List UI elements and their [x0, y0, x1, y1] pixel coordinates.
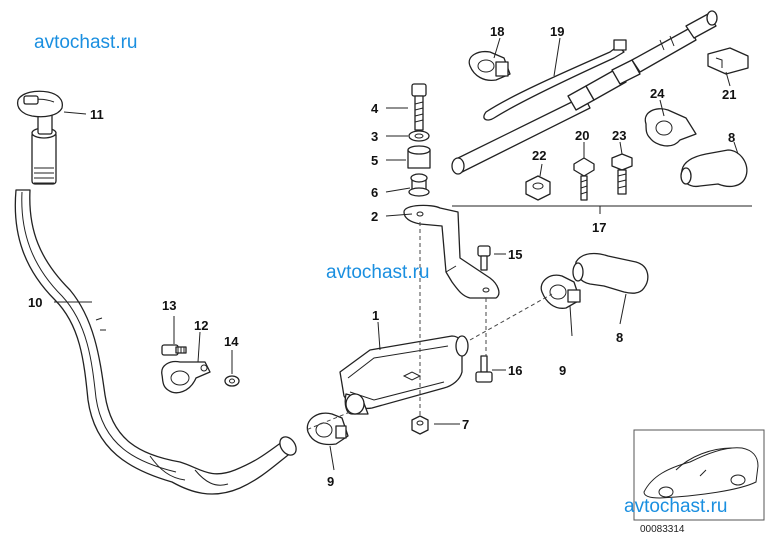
callout-19: 19: [550, 24, 564, 39]
bolt-part-4: [411, 83, 427, 131]
callout-5: 5: [371, 153, 378, 168]
callout-17: 17: [592, 220, 606, 235]
callout-21: 21: [722, 87, 736, 102]
callout-1: 1: [372, 308, 379, 323]
callout-20: 20: [575, 128, 589, 143]
nut-part-22: [525, 175, 551, 201]
bolt-part-23: [611, 153, 633, 195]
watermark-center: avtochast.ru: [326, 262, 430, 283]
callout-24: 24: [650, 86, 665, 101]
callout-13: 13: [162, 298, 176, 313]
reference-number: 00083314: [640, 524, 685, 535]
muffler-part-1: [339, 335, 469, 415]
group-bracket-17: [452, 205, 752, 214]
car-thumbnail: [633, 429, 765, 521]
callout-4: 4: [371, 101, 379, 116]
washer-part-3: [408, 130, 430, 142]
watermark-bottom-right: avtochast.ru: [624, 496, 728, 517]
block-part-21: [707, 47, 749, 75]
spacer-part-5: [407, 145, 431, 169]
callout-8-top: 8: [728, 130, 735, 145]
hose-part-10: [14, 189, 297, 495]
callout-9-right: 9: [559, 363, 566, 378]
leader-lines: [54, 37, 739, 471]
callout-16: 16: [508, 363, 522, 378]
clamp-part-9-right: [540, 274, 581, 309]
elbow-hose-part-8-mid: [572, 252, 649, 294]
hose-fitting-10-top: [31, 109, 57, 185]
clip-part-12: [161, 360, 211, 394]
bracket-part-2: [403, 204, 500, 299]
bolt-part-16: [475, 355, 493, 383]
callout-7: 7: [462, 417, 469, 432]
nut-part-7: [411, 415, 429, 435]
callout-10: 10: [28, 295, 42, 310]
callout-2: 2: [371, 209, 378, 224]
callout-23: 23: [612, 128, 626, 143]
callout-9-left: 9: [327, 474, 334, 489]
alignment-lines: [305, 222, 553, 431]
bolt-part-15: [477, 245, 491, 271]
callout-18: 18: [490, 24, 504, 39]
callout-11: 11: [90, 107, 104, 122]
hose-clamp-part-11: [16, 90, 64, 118]
damper-rod-assembly: [451, 10, 718, 175]
callout-6: 6: [371, 185, 378, 200]
callout-8-mid: 8: [616, 330, 623, 345]
elbow-hose-part-8-top: [680, 149, 748, 188]
watermark-top-left: avtochast.ru: [34, 32, 138, 53]
callout-14: 14: [224, 334, 239, 349]
bolt-part-13: [161, 344, 187, 356]
washer-part-14: [224, 375, 240, 387]
clamp-part-24: [644, 108, 697, 147]
screw-part-20: [573, 157, 595, 201]
callout-15: 15: [508, 247, 522, 262]
callout-3: 3: [371, 129, 378, 144]
callout-labels: 4 3 5 6 2 1 7 15 16 9 9 8 8 11 10 13 12 …: [28, 24, 736, 489]
clamp-part-9-left: [306, 412, 349, 446]
cable-tie-part-19: [483, 39, 627, 121]
clamp-part-18: [468, 50, 511, 82]
callout-12: 12: [194, 318, 208, 333]
sleeve-part-6: [408, 173, 430, 197]
callout-22: 22: [532, 148, 546, 163]
